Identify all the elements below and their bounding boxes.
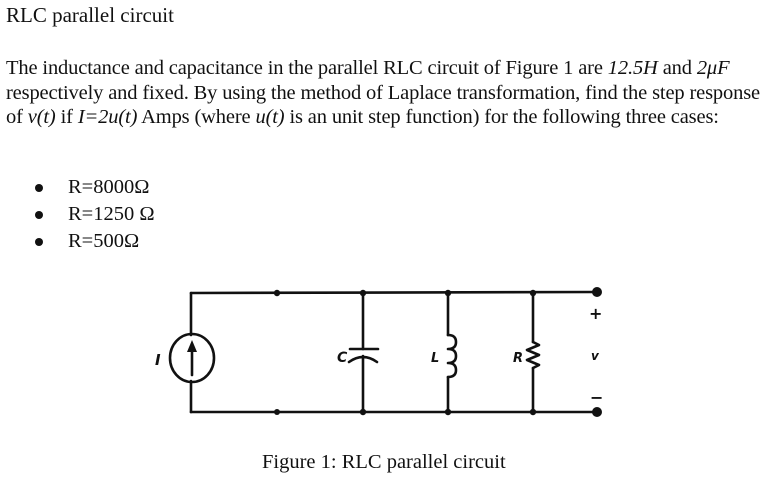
capacitance-value: 2μF bbox=[696, 57, 730, 79]
figure-caption: Figure 1: RLC parallel circuit bbox=[262, 451, 506, 473]
problem-text: respectively and fixed. By using the met… bbox=[6, 81, 761, 129]
case-label: R=8000Ω bbox=[68, 176, 150, 198]
source-label: I bbox=[155, 351, 161, 369]
source-arrow-icon bbox=[187, 340, 197, 352]
capacitor-label: C bbox=[337, 350, 348, 366]
problem-statement: The inductance and capacitance in the pa… bbox=[6, 56, 766, 130]
bullet-icon bbox=[35, 184, 43, 192]
voltage-function: v(t) bbox=[27, 106, 56, 128]
plus-terminal: + bbox=[589, 304, 602, 323]
page-title: RLC parallel circuit bbox=[6, 3, 174, 27]
input-current: I=2u(t) bbox=[77, 106, 138, 128]
resistor-label: R bbox=[513, 351, 523, 366]
problem-text: Amps (where bbox=[137, 106, 256, 128]
inductor-label: L bbox=[431, 351, 439, 366]
problem-text: if bbox=[55, 106, 78, 128]
bullet-icon bbox=[35, 211, 43, 219]
problem-text: The inductance and capacitance in the pa… bbox=[6, 57, 608, 79]
step-function: u(t) bbox=[255, 106, 285, 128]
junction-dots bbox=[273, 287, 602, 417]
voltage-label: v bbox=[591, 349, 600, 363]
minus-terminal: − bbox=[590, 388, 603, 407]
inductance-value: 12.5H bbox=[607, 57, 658, 79]
rlc-circuit-diagram: I C L R v + − bbox=[155, 287, 603, 417]
problem-text: is an unit step function) for the follow… bbox=[284, 106, 719, 128]
case-label: R=500Ω bbox=[68, 230, 140, 252]
case-label: R=1250 Ω bbox=[68, 203, 155, 225]
bullet-icon bbox=[35, 238, 43, 246]
problem-text: and bbox=[657, 57, 697, 79]
